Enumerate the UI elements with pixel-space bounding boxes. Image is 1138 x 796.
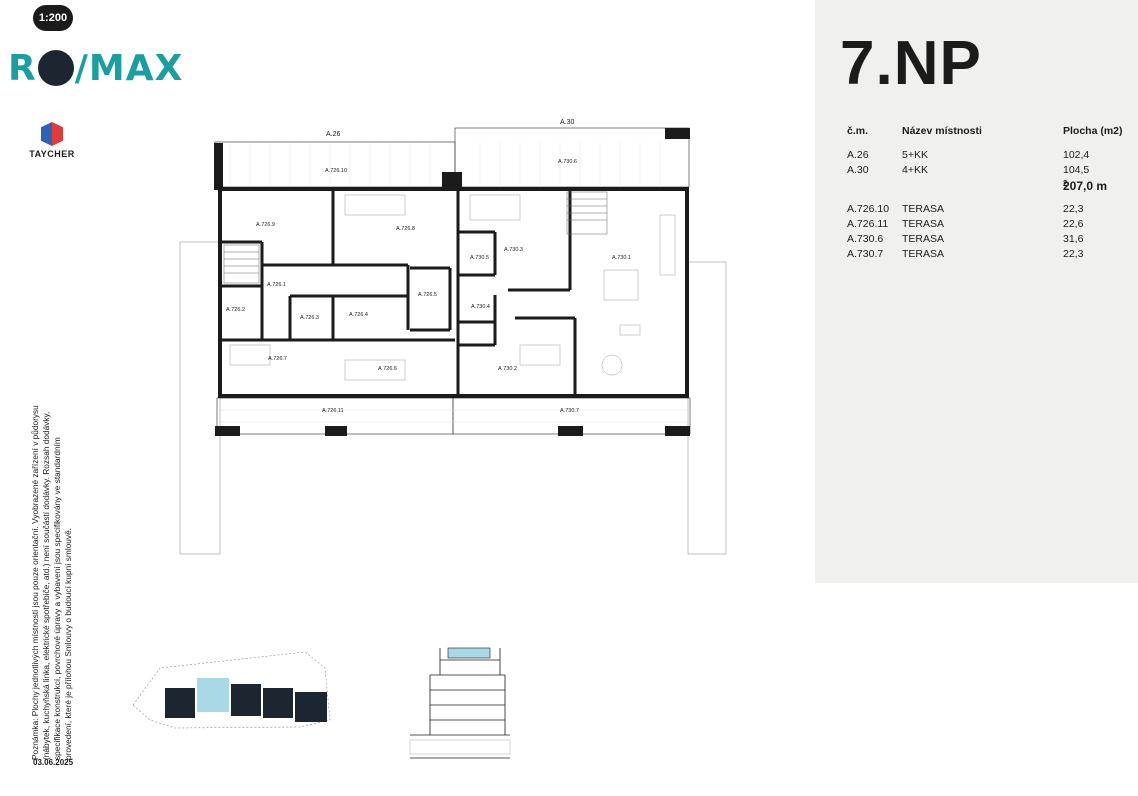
key-plan-highlight (197, 678, 229, 712)
label-room-730-3: A.730.3 (504, 247, 523, 253)
header-number: č.m. (847, 125, 869, 137)
table-row: A.30 4+KK 104,5 (847, 164, 1132, 179)
label-room-726-3: A.726.3 (300, 315, 319, 321)
terrace-number: A.730.7 (847, 248, 884, 260)
header-area: Plocha (m2) (1063, 125, 1123, 137)
label-unit-a26: A.26 (326, 131, 341, 138)
table-row: A.726.10 TERASA 22,3 (847, 203, 1132, 218)
unit-name: 5+KK (902, 149, 928, 161)
terrace-name: TERASA (902, 248, 945, 260)
label-room-726-10: A.726.10 (325, 168, 347, 174)
info-panel (815, 0, 1138, 583)
balloon-icon (37, 50, 74, 86)
label-room-730-5: A.730.5 (470, 255, 489, 261)
unit-number: A.26 (847, 149, 869, 161)
terrace-area: 31,6 (1063, 233, 1084, 245)
label-room-726-4: A.726.4 (349, 312, 368, 318)
unit-name: 4+KK (902, 164, 928, 176)
label-room-726-8: A.726.8 (396, 226, 415, 232)
document-date: 03.06.2025 (33, 758, 74, 767)
terrace-name: TERASA (902, 233, 945, 245)
label-room-726-6: A.726.6 (378, 366, 397, 372)
taycher-shield-icon (41, 122, 63, 146)
terrace-area: 22,6 (1063, 218, 1084, 230)
terrace-area: 22,3 (1063, 248, 1084, 260)
label-room-726-2: A.726.2 (226, 307, 245, 313)
label-room-726-5: A.726.5 (418, 292, 437, 298)
label-room-726-9: A.726.9 (256, 222, 275, 228)
table-row: A.730.7 TERASA 22,3 (847, 248, 1132, 263)
terrace-name: TERASA (902, 203, 945, 215)
label-room-726-1: A.726.1 (267, 282, 286, 288)
label-room-730-4: A.730.4 (471, 304, 490, 310)
remax-logo: R/MAX (8, 48, 184, 89)
label-room-730-6: A.730.6 (558, 159, 577, 165)
developer-name: TAYCHER (29, 149, 75, 159)
key-plan (132, 651, 331, 729)
label-room-730-2: A.730.2 (498, 366, 517, 372)
floor-plan: A.26 A.30 A.726.10 A.730.6 A.726.9 A.726… (179, 119, 727, 555)
label-room-730-7: A.730.7 (560, 408, 579, 414)
section-view (409, 647, 511, 759)
table-header: č.m. Název místnosti Plocha (m2) (847, 125, 1132, 140)
unit-area: 104,5 (1063, 164, 1090, 176)
disclaimer-note: Poznámka: Plochy jednotlivých místností … (30, 405, 73, 760)
unit-number: A.30 (847, 164, 869, 176)
taycher-logo: TAYCHER (22, 122, 82, 159)
terrace-number: A.726.11 (847, 218, 889, 230)
header-name: Název místnosti (902, 125, 982, 137)
table-row: A.730.6 TERASA 31,6 (847, 233, 1132, 248)
terrace-name: TERASA (902, 218, 945, 230)
label-room-730-1: A.730.1 (612, 255, 631, 261)
table-row: A.26 5+KK 102,4 (847, 149, 1132, 164)
floor-title: 7.NP (840, 29, 982, 98)
terrace-area: 22,3 (1063, 203, 1084, 215)
terrace-number: A.730.6 (847, 233, 884, 245)
label-unit-a30: A.30 (560, 119, 575, 126)
table-row: A.726.11 TERASA 22,6 (847, 218, 1132, 233)
scale-badge: 1:200 (33, 5, 73, 31)
label-room-726-7: A.726.7 (268, 356, 287, 362)
unit-area: 102,4 (1063, 149, 1090, 161)
area-table: č.m. Název místnosti Plocha (m2) A.26 5+… (847, 125, 1132, 263)
label-room-726-11: A.726.11 (322, 408, 344, 414)
terrace-number: A.726.10 (847, 203, 890, 215)
section-highlight (447, 647, 491, 659)
